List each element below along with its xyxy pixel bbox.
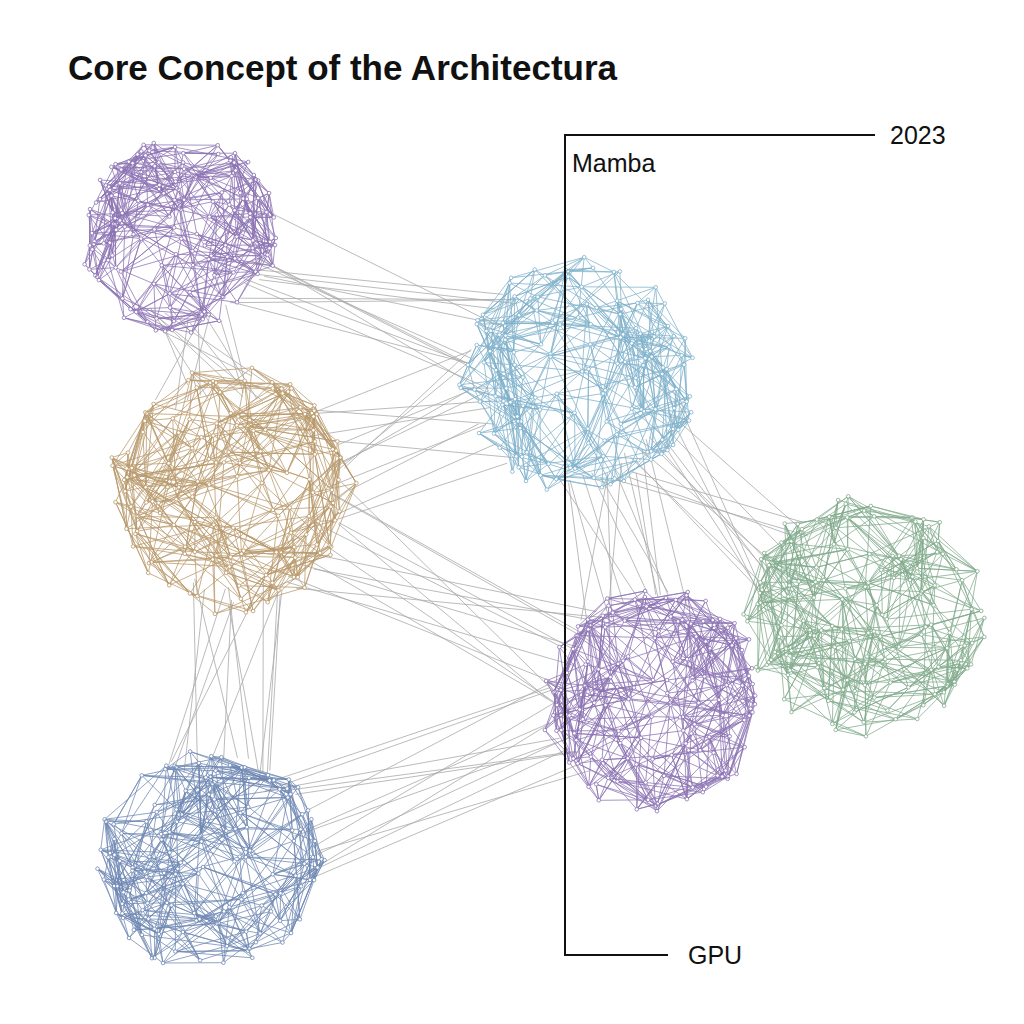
cluster-dots [742, 495, 986, 739]
network-cluster [83, 141, 278, 334]
link-bundle [230, 212, 519, 392]
annotation-label: 2023 [888, 121, 948, 150]
network-cluster [742, 495, 986, 739]
network-cluster [110, 366, 358, 616]
network-cluster [96, 750, 327, 965]
annotation-label: GPU [686, 941, 744, 970]
annotation-label: Mamba [570, 149, 657, 178]
cluster-dots [96, 750, 327, 965]
network-cluster [458, 255, 695, 491]
cluster-edges [112, 368, 357, 614]
cluster-edges [459, 257, 692, 489]
cluster-edges [744, 496, 985, 736]
bracket-line [565, 135, 875, 955]
diagram-title: Core Concept of the Architectura [68, 48, 617, 88]
link-bundle [265, 676, 592, 881]
cluster-dots [83, 141, 278, 334]
cluster-dots [543, 589, 757, 813]
cluster-dots [110, 366, 358, 616]
link-bundle [616, 391, 808, 596]
network-cluster [543, 589, 757, 813]
network-clusters [83, 141, 986, 965]
link-bundle [149, 305, 265, 410]
cluster-dots [458, 255, 695, 491]
cluster-links [149, 212, 808, 882]
